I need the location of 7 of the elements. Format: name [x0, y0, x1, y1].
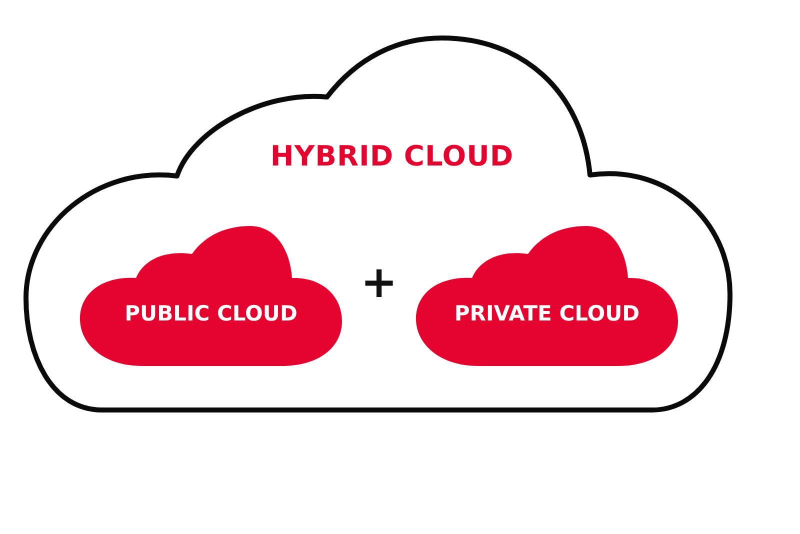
cloud-shape	[416, 226, 678, 366]
cloud-label: PRIVATE CLOUD	[454, 302, 640, 326]
cloud-outline	[22, 34, 734, 414]
cloud-shape	[80, 226, 342, 366]
plus-sign: +	[360, 261, 398, 305]
cloud-label: PUBLIC CLOUD	[124, 302, 298, 326]
cloud-title: HYBRID CLOUD	[270, 142, 514, 172]
